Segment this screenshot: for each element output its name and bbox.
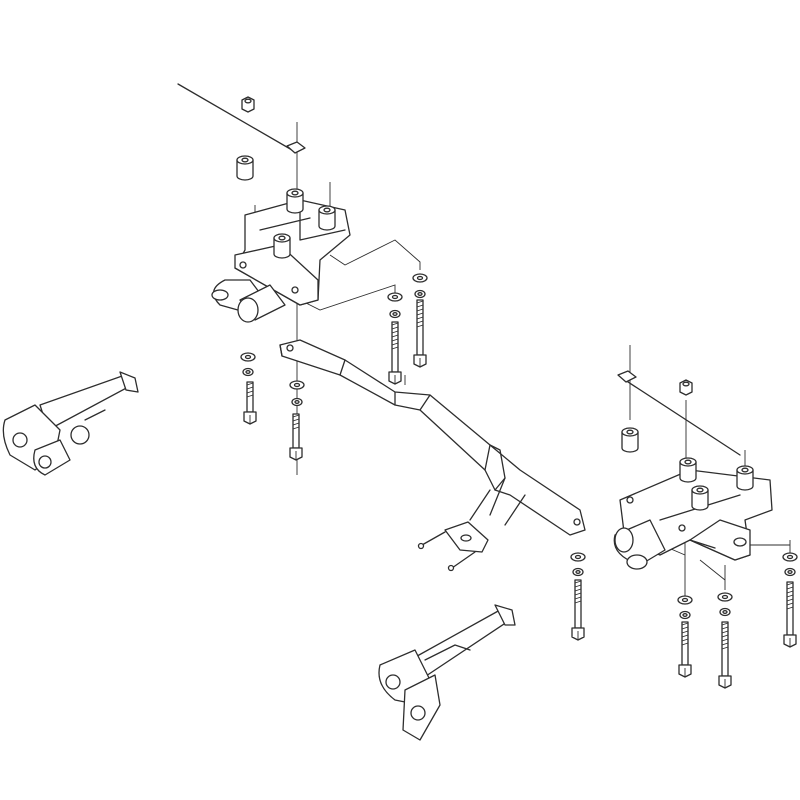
screw (417, 531, 446, 550)
hardware (236, 96, 798, 689)
spacer (736, 465, 754, 491)
bolt (413, 299, 427, 368)
lock-washer (242, 367, 254, 377)
bolt (571, 579, 585, 641)
nut (679, 379, 693, 396)
lock-washer (291, 397, 303, 407)
left-tow-pin (2, 371, 139, 476)
spacer (679, 457, 697, 483)
spacer (621, 427, 639, 453)
spacer (318, 205, 336, 231)
spacer (236, 155, 254, 181)
safety-cable-right (617, 370, 741, 456)
washer (387, 292, 403, 302)
bolt (243, 381, 257, 425)
bolt (718, 621, 732, 689)
washer (570, 552, 586, 562)
lock-washer (719, 607, 731, 617)
lock-washer (389, 309, 401, 319)
washer (782, 552, 798, 562)
nut (241, 96, 255, 113)
spacer (273, 233, 291, 259)
crossbar (279, 339, 586, 536)
washer (412, 273, 428, 283)
right-bracket (613, 469, 773, 570)
washer (240, 352, 256, 362)
spacer (286, 188, 304, 214)
spacer (691, 485, 709, 511)
lock-washer (414, 289, 426, 299)
bottom-tow-pin (378, 604, 516, 741)
mounting-plate (444, 521, 489, 553)
lock-washer (679, 610, 691, 620)
lock-washer (572, 567, 584, 577)
bolt (783, 581, 797, 648)
bolt (289, 413, 303, 461)
safety-cable-left (177, 83, 306, 154)
bolt (388, 321, 402, 385)
left-bracket (211, 199, 351, 323)
washer (717, 592, 733, 602)
lock-washer (784, 567, 796, 577)
screw (447, 551, 476, 572)
washer (289, 380, 305, 390)
washer (677, 595, 693, 605)
bolt (678, 621, 692, 678)
